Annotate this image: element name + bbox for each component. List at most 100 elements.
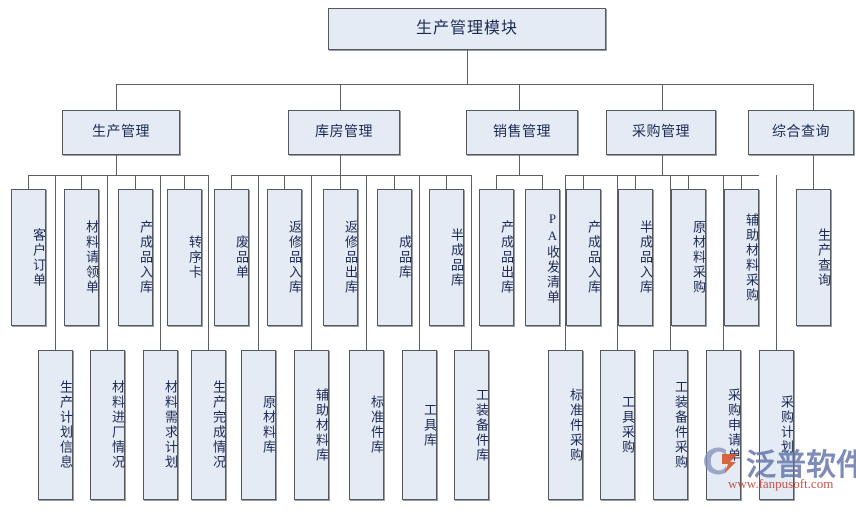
connector-leaf-drop-top-11 [583, 175, 584, 189]
node-sales-management[interactable]: 销售管理 [466, 110, 578, 155]
node-scrap-note[interactable]: 废品单 [214, 189, 249, 326]
connector-leaf-drop-bottom-3 [208, 175, 209, 350]
node-label: 返修品入库 [287, 220, 302, 295]
node-label: 产成品入库 [138, 220, 153, 295]
node-label: 转序卡 [187, 235, 202, 280]
connector-leaf-drop-top-5 [284, 175, 285, 189]
node-finished-product-inbound[interactable]: 产成品入库 [118, 189, 153, 326]
node-material-requisition[interactable]: 材料请领单 [64, 189, 99, 326]
connector-leaf-drop-bottom-0 [55, 175, 56, 350]
node-label: 材料进厂情况 [110, 380, 125, 470]
node-purchase-requisition[interactable]: 采购申请单 [706, 350, 741, 500]
node-comprehensive-query[interactable]: 综合查询 [748, 110, 854, 155]
node-finished-product-inbound-purchasing[interactable]: 产成品入库 [566, 189, 601, 326]
node-label: 工具采购 [620, 395, 635, 455]
connector-leaf-drop-bottom-1 [107, 175, 108, 350]
node-standard-parts-warehouse[interactable]: 标准件库 [349, 350, 384, 500]
node-label: 返修品出库 [343, 220, 358, 295]
connector-leaf-drop-bottom-10 [617, 175, 618, 350]
node-production-query[interactable]: 生产查询 [796, 189, 831, 326]
node-label: 工具库 [422, 402, 437, 448]
node-tooling-spare-parts-purchasing[interactable]: 工装备件采购 [653, 350, 688, 500]
node-raw-material-purchasing[interactable]: 原材料采购 [671, 189, 706, 326]
connector-leaf-bus-purchasing [565, 175, 759, 176]
node-label: 废品单 [234, 235, 249, 280]
connector-group-stem-production [116, 155, 117, 175]
connector-leaf-bus-production [28, 175, 208, 176]
connector-leaf-drop-top-13 [688, 175, 689, 189]
connector-leaf-drop-top-10 [542, 175, 543, 189]
connector-leaf-drop-top-6 [340, 175, 341, 189]
connector-leaf-drop-top-12 [635, 175, 636, 189]
connector-leaf-drop-bottom-9 [565, 175, 566, 350]
node-tooling-spare-parts-warehouse[interactable]: 工装备件库 [454, 350, 489, 500]
node-label: 采购计划 [779, 395, 794, 455]
node-finished-goods-warehouse[interactable]: 成品库 [377, 189, 412, 326]
node-customer-order[interactable]: 客户订单 [11, 189, 46, 326]
connector-root-stem [467, 50, 468, 84]
connector-level2-drop-0 [116, 84, 117, 110]
connector-leaf-drop-top-7 [394, 175, 395, 189]
connector-leaf-drop-bottom-11 [670, 175, 671, 350]
connector-group-stem-query [813, 155, 814, 175]
node-label: 采购管理 [632, 124, 690, 140]
node-production-completion-status[interactable]: 生产完成情况 [191, 350, 226, 500]
node-rework-outbound[interactable]: 返修品出库 [323, 189, 358, 326]
node-label: 生产计划信息 [58, 380, 73, 470]
node-label: 半成品库 [449, 227, 464, 288]
node-label: 生产管理模块 [415, 20, 518, 37]
node-purchase-plan[interactable]: 采购计划 [759, 350, 794, 500]
node-finished-product-outbound[interactable]: 产成品出库 [479, 189, 514, 326]
connector-group-stem-warehouse [340, 155, 341, 175]
node-tool-warehouse[interactable]: 工具库 [402, 350, 437, 500]
connector-level2-drop-2 [519, 84, 520, 110]
connector-leaf-drop-bottom-8 [471, 175, 472, 350]
node-label: 产成品出库 [499, 220, 514, 295]
node-material-arrival-status[interactable]: 材料进厂情况 [90, 350, 125, 500]
node-pa-receipt-dispatch-list[interactable]: PA收发清单 [525, 189, 560, 326]
node-rework-inbound[interactable]: 返修品入库 [267, 189, 302, 326]
node-label: 辅助材料库 [314, 387, 329, 463]
connector-leaf-drop-top-14 [741, 175, 742, 189]
node-label: 标准件库 [369, 395, 384, 455]
node-semifinished-warehouse[interactable]: 半成品库 [429, 189, 464, 326]
node-label: 库房管理 [315, 124, 373, 140]
node-label: 生产查询 [816, 227, 831, 288]
node-production-plan-info[interactable]: 生产计划信息 [38, 350, 73, 500]
node-label: 成品库 [397, 235, 412, 280]
node-auxiliary-material-warehouse[interactable]: 辅助材料库 [294, 350, 329, 500]
node-tool-purchasing[interactable]: 工具采购 [600, 350, 635, 500]
connector-leaf-drop-top-8 [446, 175, 447, 189]
node-label: 材料请领单 [84, 220, 99, 295]
node-root-production-management-module[interactable]: 生产管理模块 [328, 8, 606, 50]
connector-leaf-drop-bottom-5 [311, 175, 312, 350]
node-label: 工装备件库 [474, 387, 489, 463]
node-label: 材料需求计划 [163, 380, 178, 470]
node-label: 产成品入库 [586, 220, 601, 295]
node-semifinished-inbound[interactable]: 半成品入库 [618, 189, 653, 326]
node-label: 工装备件采购 [673, 380, 688, 470]
node-auxiliary-material-purchasing[interactable]: 辅助材料采购 [724, 189, 759, 326]
connector-leaf-drop-bottom-13 [776, 175, 777, 350]
node-standard-parts-purchasing[interactable]: 标准件采购 [548, 350, 583, 500]
node-label: 综合查询 [772, 124, 830, 140]
connector-leaf-drop-bottom-2 [160, 175, 161, 350]
node-raw-material-warehouse[interactable]: 原材料库 [241, 350, 276, 500]
node-warehouse-management[interactable]: 库房管理 [288, 110, 400, 155]
connector-leaf-drop-bottom-12 [723, 175, 724, 350]
connector-group-stem-sales [519, 155, 520, 175]
connector-leaf-drop-top-0 [28, 175, 29, 189]
node-material-requirement-plan[interactable]: 材料需求计划 [143, 350, 178, 500]
node-label: 采购申请单 [726, 387, 741, 463]
node-label: PA收发清单 [545, 210, 560, 305]
connector-level2-bus [116, 84, 814, 85]
node-production-management[interactable]: 生产管理 [62, 110, 180, 155]
node-purchasing-management[interactable]: 采购管理 [606, 110, 716, 155]
connector-leaf-drop-top-2 [135, 175, 136, 189]
connector-leaf-bus-warehouse [231, 175, 471, 176]
connector-leaf-drop-top-1 [81, 175, 82, 189]
connector-leaf-bus-sales [496, 175, 542, 176]
node-label: 半成品入库 [638, 220, 653, 295]
node-transfer-card[interactable]: 转序卡 [167, 189, 202, 326]
